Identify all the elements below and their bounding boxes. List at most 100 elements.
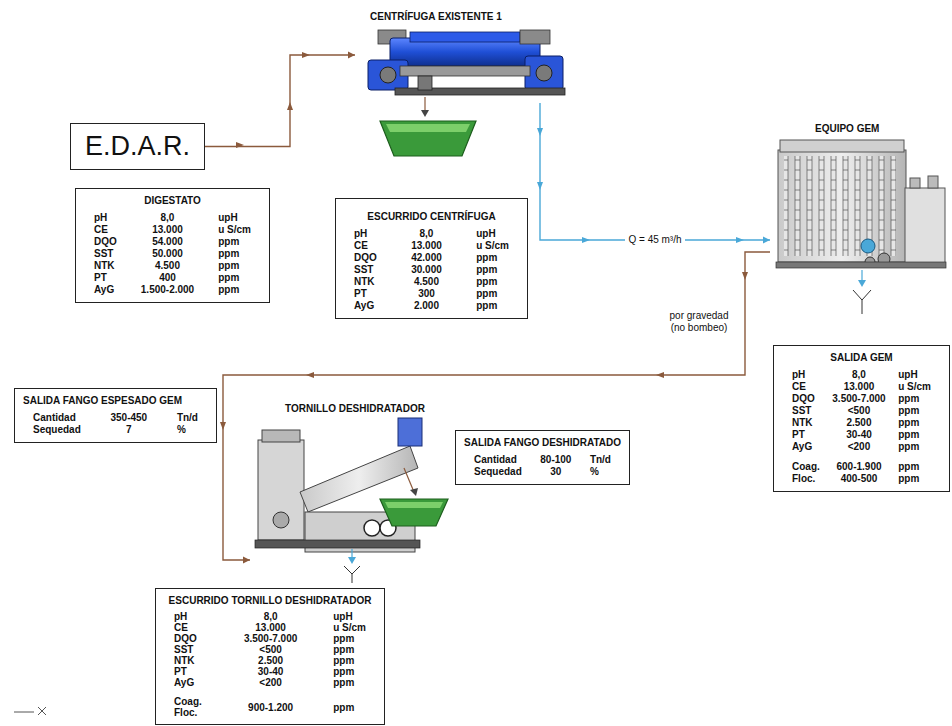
table-cell: PT — [792, 429, 820, 441]
table-cell: Cantidad — [474, 454, 522, 466]
sludge-hopper — [380, 121, 476, 156]
data-table: SALIDA FANGO ESPESADO GEMCantidad350-450… — [14, 388, 217, 443]
table-cell: 4.500 — [141, 260, 194, 272]
table-cell: pH — [94, 212, 117, 224]
table-cell: PT — [354, 288, 377, 300]
table-heading: DIGESTATO — [84, 195, 261, 207]
table-cell: Sequedad — [33, 424, 81, 436]
table-cell: 30-40 — [244, 666, 297, 677]
table-cell: 42.000 — [411, 252, 442, 264]
table-heading: SALIDA GEM — [782, 352, 941, 364]
table-cell: Tn/d — [590, 454, 611, 466]
data-table: SALIDA GEM pH8,0upHCE13.000u S/cmDQO3.500… — [773, 345, 950, 492]
table-cell: AyG — [792, 441, 820, 453]
table-cell: u S/cm — [333, 622, 366, 633]
table-cell: 400 — [141, 272, 194, 284]
table-cell: 13.000 — [141, 224, 194, 236]
table-cell: 7 — [110, 424, 147, 436]
table-cell: pH — [792, 369, 820, 381]
table-cell: ppm — [333, 666, 366, 677]
table-cell: 50.000 — [141, 248, 194, 260]
table-cell: DQO — [792, 393, 820, 405]
table-cell: 1.500-2.000 — [141, 284, 194, 296]
pipe-connector — [205, 55, 355, 147]
table-cell: u S/cm — [476, 240, 509, 252]
plant-box: E.D.A.R. — [70, 123, 205, 170]
table-heading: ESCURRIDO CENTRÍFUGA — [344, 211, 519, 223]
table-cell: <500 — [832, 405, 885, 417]
flow-arrows — [220, 52, 748, 430]
screw-press-illustration — [255, 418, 422, 552]
table-cell: ppm — [476, 264, 509, 276]
table-cell: 2.500 — [832, 417, 885, 429]
table-cell: upH — [898, 369, 931, 381]
table-heading: SALIDA FANGO ESPESADO GEM — [23, 395, 208, 407]
sludge-hopper — [380, 499, 448, 526]
table-cell: ppm — [476, 300, 509, 312]
table-cell: AyG — [94, 284, 117, 296]
table-cell: ppm — [898, 473, 931, 485]
table-cell: ppm — [898, 429, 931, 441]
flow-label: Q = 45 m³/h — [625, 234, 684, 246]
table-cell: pH — [354, 228, 377, 240]
table-cell: AyG — [174, 677, 208, 688]
table-heading: ESCURRIDO TORNILLO DESHIDRATADOR — [164, 595, 376, 606]
equipment-block: TORNILLO DESHIDRATADOR — [250, 398, 425, 568]
table-cell: <500 — [244, 644, 297, 655]
table-cell: ppm — [898, 441, 931, 453]
table-cell: 300 — [411, 288, 442, 300]
plant-name: E.D.A.R. — [85, 131, 190, 162]
table-cell: ppm — [333, 633, 366, 644]
table-cell: % — [590, 466, 611, 478]
table-grid: pH8,0upHCE13.000u S/cmDQO54.000ppmSST50.… — [84, 212, 261, 296]
table-cell: DQO — [94, 236, 117, 248]
table-cell: 2.500 — [244, 655, 297, 666]
equipment-title: CENTRÍFUGA EXISTENTE 1 — [370, 11, 502, 22]
table-cell: ppm — [218, 260, 251, 272]
table-cell: NTK — [354, 276, 377, 288]
table-cell: <200 — [832, 441, 885, 453]
ucs-icon — [14, 707, 46, 715]
table-grid: pH8,0upHCE13.000u S/cmDQO3.500-7.000ppmS… — [782, 369, 941, 485]
table-grid: Cantidad80-100Tn/dSequedad30% — [464, 454, 621, 478]
table-cell: ppm — [218, 284, 251, 296]
table-cell: 3.500-7.000 — [244, 633, 297, 644]
data-table: ESCURRIDO TORNILLO DESHIDRATADOR pH 8,0 upH… — [155, 588, 385, 725]
table-cell: 600-1.900 — [832, 461, 885, 473]
table-cell: NTK — [174, 655, 208, 666]
table-cell: pH — [174, 611, 208, 622]
table-cell: upH — [333, 611, 366, 622]
table-cell: 30.000 — [411, 264, 442, 276]
data-table: ESCURRIDO CENTRÍFUGApH8,0upHCE13.000u S/… — [335, 198, 528, 319]
table-cell: 8,0 — [141, 212, 194, 224]
table-cell: ppm — [476, 252, 509, 264]
table-cell: ppm — [898, 405, 931, 417]
equipment-title: EQUIPO GEM — [815, 123, 879, 134]
flow-label: por gravedad (no bombeo) — [661, 310, 737, 334]
table-cell: SST — [174, 644, 208, 655]
table-cell: 13.000 — [411, 240, 442, 252]
table-cell: 13.000 — [832, 381, 885, 393]
table-cell: DQO — [174, 633, 208, 644]
table-cell: SST — [354, 264, 377, 276]
table-cell: 8,0 — [244, 611, 297, 622]
table-cell: ppm — [476, 288, 509, 300]
table-heading: SALIDA FANGO DESHIDRATADO — [464, 437, 621, 449]
table-cell: PT — [94, 272, 117, 284]
table-cell: 350-450 — [110, 412, 147, 424]
table-cell: 13.000 — [244, 622, 297, 633]
equipment-title: TORNILLO DESHIDRATADOR — [285, 403, 425, 414]
table-cell: 30 — [540, 466, 571, 478]
table-cell: Floc. — [792, 473, 820, 485]
table-cell: ppm — [333, 644, 366, 655]
table-cell: ppm — [898, 461, 931, 473]
table-cell: Coag. Floc. — [174, 696, 208, 718]
table-cell: 4.500 — [411, 276, 442, 288]
table-cell: ppm — [333, 677, 366, 688]
pipe-connector — [540, 103, 770, 240]
arrow-head — [348, 52, 355, 59]
table-cell: 400-500 — [832, 473, 885, 485]
table-cell: 30-40 — [832, 429, 885, 441]
table-cell: PT — [174, 666, 208, 677]
